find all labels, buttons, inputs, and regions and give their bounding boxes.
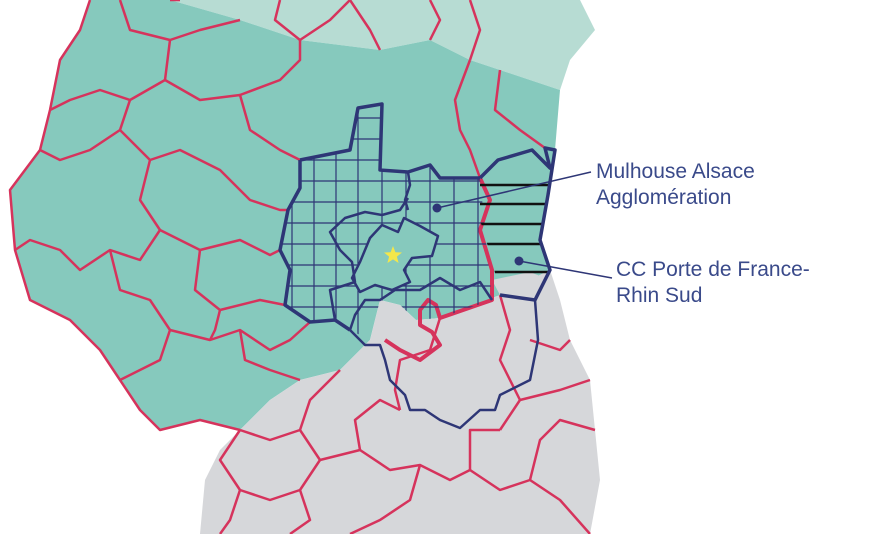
label-cc-porte-de-france: CC Porte de France- Rhin Sud (616, 257, 810, 309)
label-mulhouse-line-1: Mulhouse Alsace (596, 160, 755, 183)
cc-leader-dot (514, 256, 524, 266)
cc-leader-line (518, 260, 613, 279)
region-grey-cc-bottom (492, 272, 545, 300)
commune-borders (8, 0, 596, 534)
mulhouse-leader-line (436, 171, 592, 209)
cc-red-border (383, 177, 494, 362)
city-star-icon (384, 246, 402, 263)
epci-south-border (328, 171, 540, 430)
mulhouse-leader-dot (432, 203, 442, 213)
epci-borders (278, 102, 557, 332)
label-cc-line-2: Rhin Sud (616, 284, 703, 307)
label-mulhouse-line-2: Agglomération (596, 186, 732, 209)
label-cc-line-1: CC Porte de France- (616, 258, 810, 281)
region-teal-main (10, 0, 560, 430)
label-mulhouse-alsace-agglomeration: Mulhouse Alsace Agglomération (596, 159, 755, 211)
region-grey-south (200, 270, 600, 534)
